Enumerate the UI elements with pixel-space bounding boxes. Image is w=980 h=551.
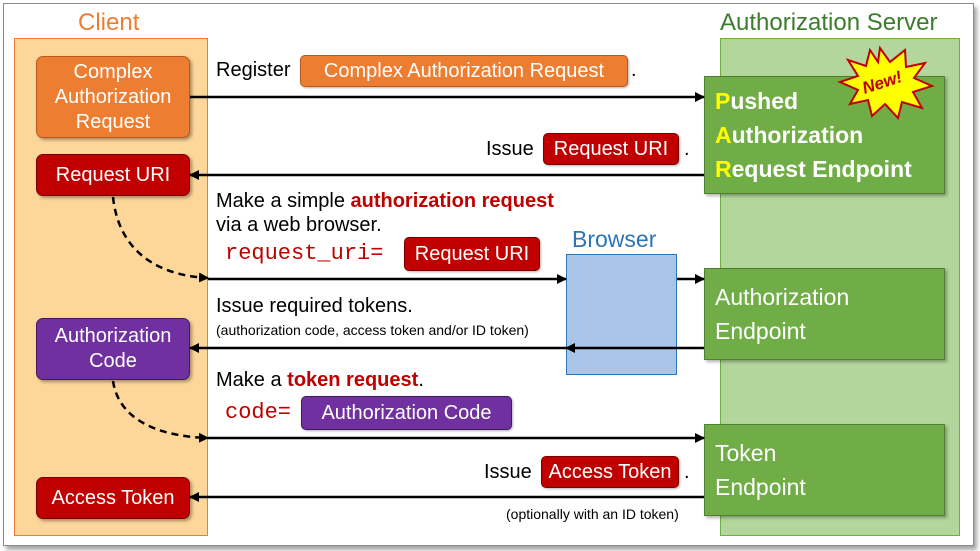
browser-title: Browser <box>572 226 657 252</box>
authorization-endpoint-box: Authorization Endpoint <box>704 268 945 360</box>
issue-tokens-line-1: Issue required tokens. <box>216 295 413 317</box>
request-uri-box: Request URI <box>36 154 190 196</box>
issue-access-token-label: Issue <box>484 461 532 483</box>
token-endpoint-box: Token Endpoint <box>704 424 945 516</box>
access-token-box: Access Token <box>36 477 190 519</box>
simple-request-line-2: via a web browser. <box>216 214 382 236</box>
complex-authorization-request-box: Complex Authorization Request <box>36 56 190 138</box>
browser-box <box>566 254 677 375</box>
register-suffix: . <box>631 59 637 81</box>
issue-suffix: . <box>684 138 690 160</box>
auth-code-dashed-link <box>111 380 209 443</box>
issue-access-token-note: (optionally with an ID token) <box>506 506 679 522</box>
code-param: code= <box>225 400 292 425</box>
request-uri-dashed-link <box>111 196 209 283</box>
issue-request-uri-chip: Request URI <box>543 133 679 165</box>
authorization-server-title: Authorization Server <box>720 9 938 36</box>
authorization-code-box: Authorization Code <box>36 318 190 380</box>
token-request-line: Make a token request. <box>216 369 424 391</box>
issue-access-token-chip: Access Token <box>541 456 679 488</box>
register-label: Register <box>216 59 291 81</box>
client-title: Client <box>78 9 140 36</box>
request-uri-param: request_uri= <box>225 241 384 266</box>
issue-access-token-suffix: . <box>684 461 690 483</box>
register-chip: Complex Authorization Request <box>300 55 628 87</box>
new-badge-starburst <box>837 45 935 121</box>
simple-request-line-1: Make a simple authorization request <box>216 190 554 212</box>
issue-label: Issue <box>486 138 534 160</box>
issue-tokens-line-2: (authorization code, access token and/or… <box>216 322 529 338</box>
request-uri-param-chip: Request URI <box>404 237 540 271</box>
code-param-chip: Authorization Code <box>301 396 512 430</box>
